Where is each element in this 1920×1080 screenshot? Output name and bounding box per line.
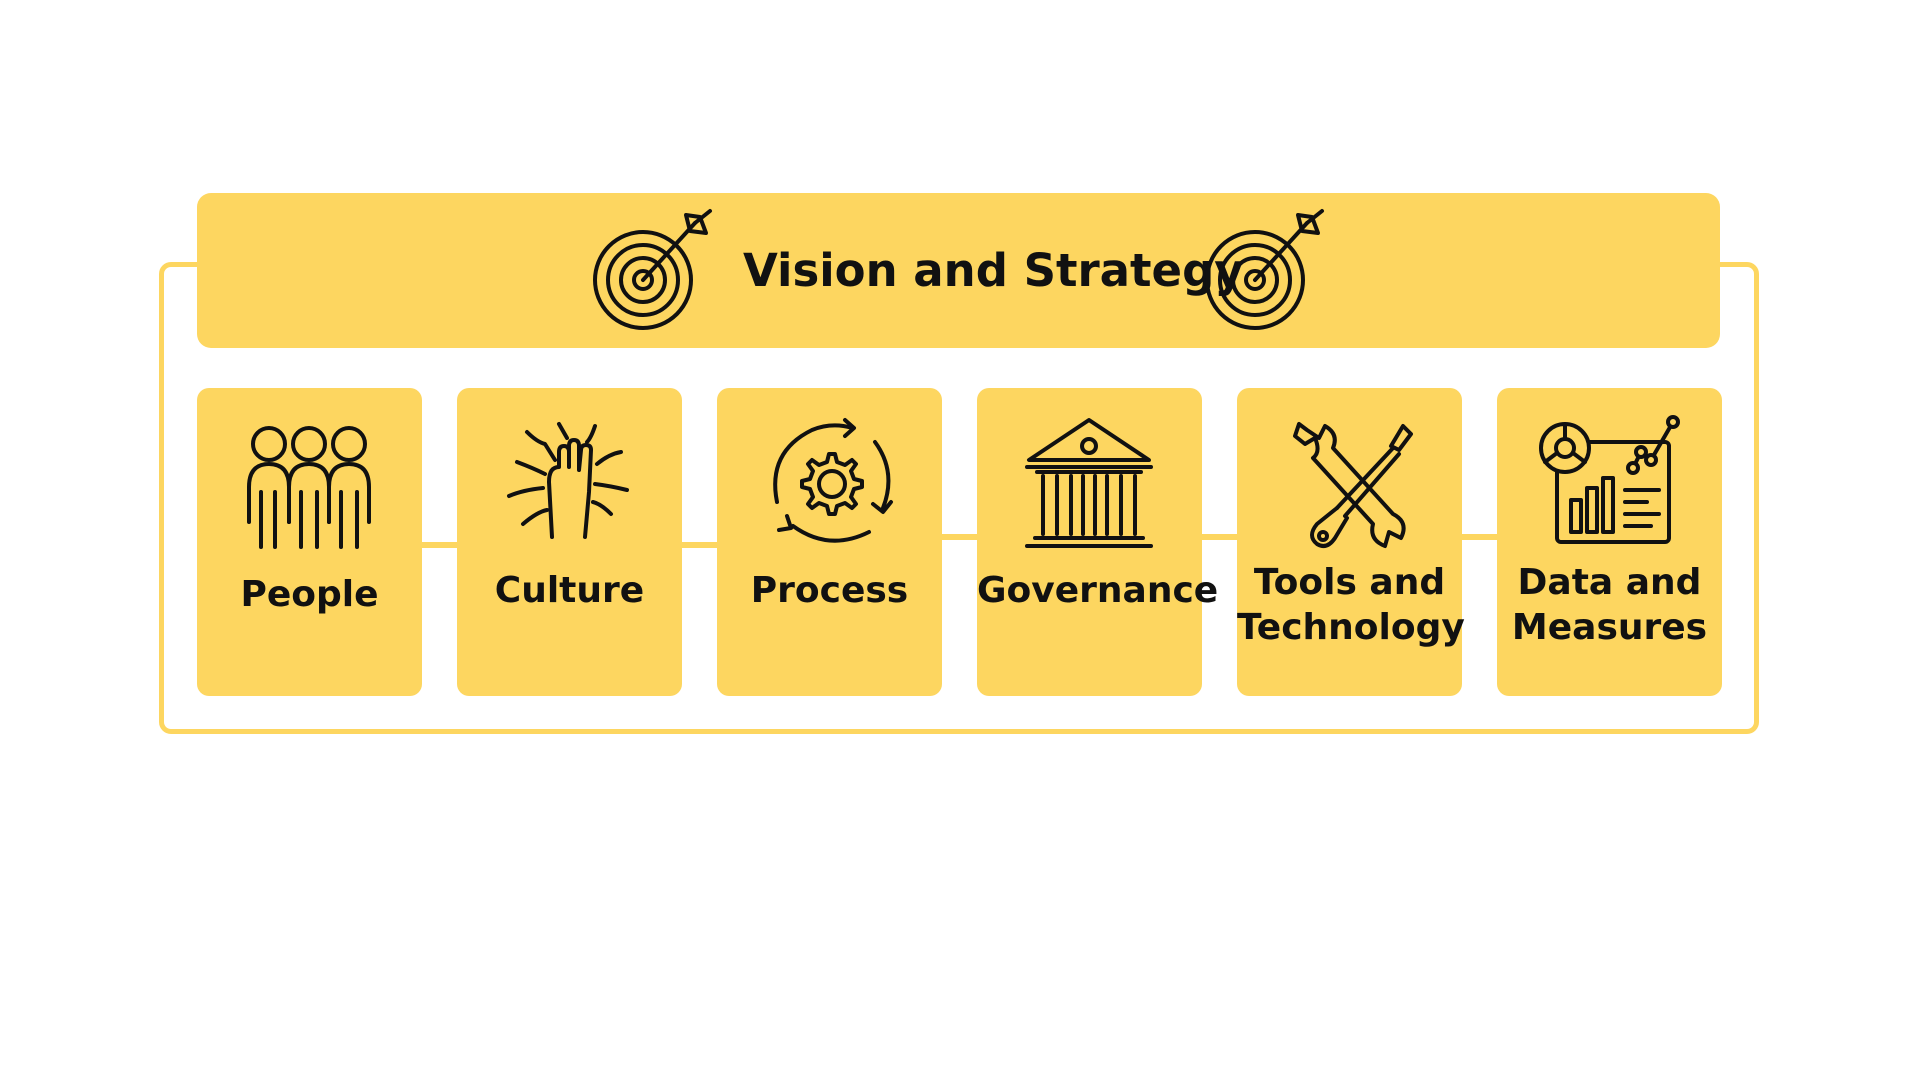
connector [1462, 534, 1497, 540]
government-building-icon [1025, 418, 1153, 548]
connector [1202, 534, 1237, 540]
pillar-culture: Culture [457, 388, 682, 696]
pillar-label: Process [750, 570, 909, 611]
pillar-governance: Governance [977, 388, 1219, 696]
target-arrow-icon [593, 209, 712, 330]
pillar-data-measures: Data and Measures [1497, 388, 1722, 696]
pillar-label: Tools and Technology [1237, 562, 1465, 648]
pillar-label: Culture [494, 570, 645, 611]
connector [422, 542, 457, 548]
connector [942, 534, 977, 540]
vision-strategy-banner [197, 193, 1720, 348]
pillar-people: People [197, 388, 422, 696]
wrench-screwdriver-icon [1293, 422, 1413, 548]
connector [682, 542, 717, 548]
pillar-label: Governance [977, 570, 1219, 611]
stacked-hands-icon [507, 422, 629, 539]
pillar-label: People [240, 574, 379, 615]
people-group-icon [247, 426, 371, 549]
target-arrow-icon [1205, 209, 1324, 330]
pillar-tools-technology: Tools and Technology [1237, 388, 1465, 696]
gear-cycle-icon [773, 418, 893, 543]
dashboard-chart-icon [1539, 415, 1680, 544]
vision-strategy-title: Vision and Strategy [743, 244, 1244, 297]
pillar-label: Data and Measures [1511, 562, 1708, 648]
pillar-process: Process [717, 388, 942, 696]
